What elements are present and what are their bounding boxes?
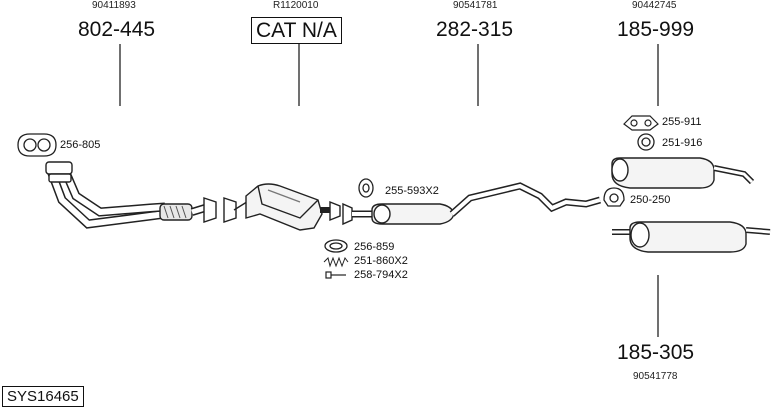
middle-silencer <box>342 182 601 226</box>
clamp-251-916-icon <box>637 133 655 151</box>
gasket-256-805-icon <box>17 133 57 157</box>
oe-number-3: 90541781 <box>453 0 498 11</box>
catalytic-converter <box>223 183 341 231</box>
label-255-911: 255-911 <box>662 116 702 128</box>
flex-bellows <box>159 203 193 221</box>
label-258-794: 258-794X2 <box>354 269 408 281</box>
rear-silencer-185-305 <box>612 221 771 253</box>
system-code: SYS16465 <box>2 386 84 407</box>
front-pipe <box>45 161 217 229</box>
hanger-255-593-icon <box>358 178 374 198</box>
gasket-256-859-icon <box>324 239 348 253</box>
oe-number-4: 90442745 <box>632 0 677 11</box>
part-number-5: 185-305 <box>617 341 695 364</box>
oe-number-2: R1120010 <box>273 0 319 11</box>
oe-number-5: 90541778 <box>633 371 678 382</box>
label-250-250: 250-250 <box>630 194 671 206</box>
leader-lines <box>119 44 659 337</box>
label-251-916: 251-916 <box>662 137 703 149</box>
label-256-805: 256-805 <box>60 139 101 151</box>
clamp-255-911-icon <box>623 115 659 131</box>
rear-silencer-185-999 <box>611 157 755 189</box>
spring-251-860-icon <box>323 256 349 268</box>
part-number-2: CAT N/A <box>251 17 342 44</box>
label-256-859: 256-859 <box>354 241 395 253</box>
label-251-860: 251-860X2 <box>354 255 408 267</box>
part-number-1: 802-445 <box>78 18 156 41</box>
label-255-593: 255-593X2 <box>385 185 439 197</box>
clamp-250-250-icon <box>603 187 625 207</box>
oe-number-1: 90411893 <box>92 0 136 11</box>
part-number-3: 282-315 <box>436 18 514 41</box>
bolt-258-794-icon <box>325 271 346 279</box>
part-number-4: 185-999 <box>617 18 695 41</box>
